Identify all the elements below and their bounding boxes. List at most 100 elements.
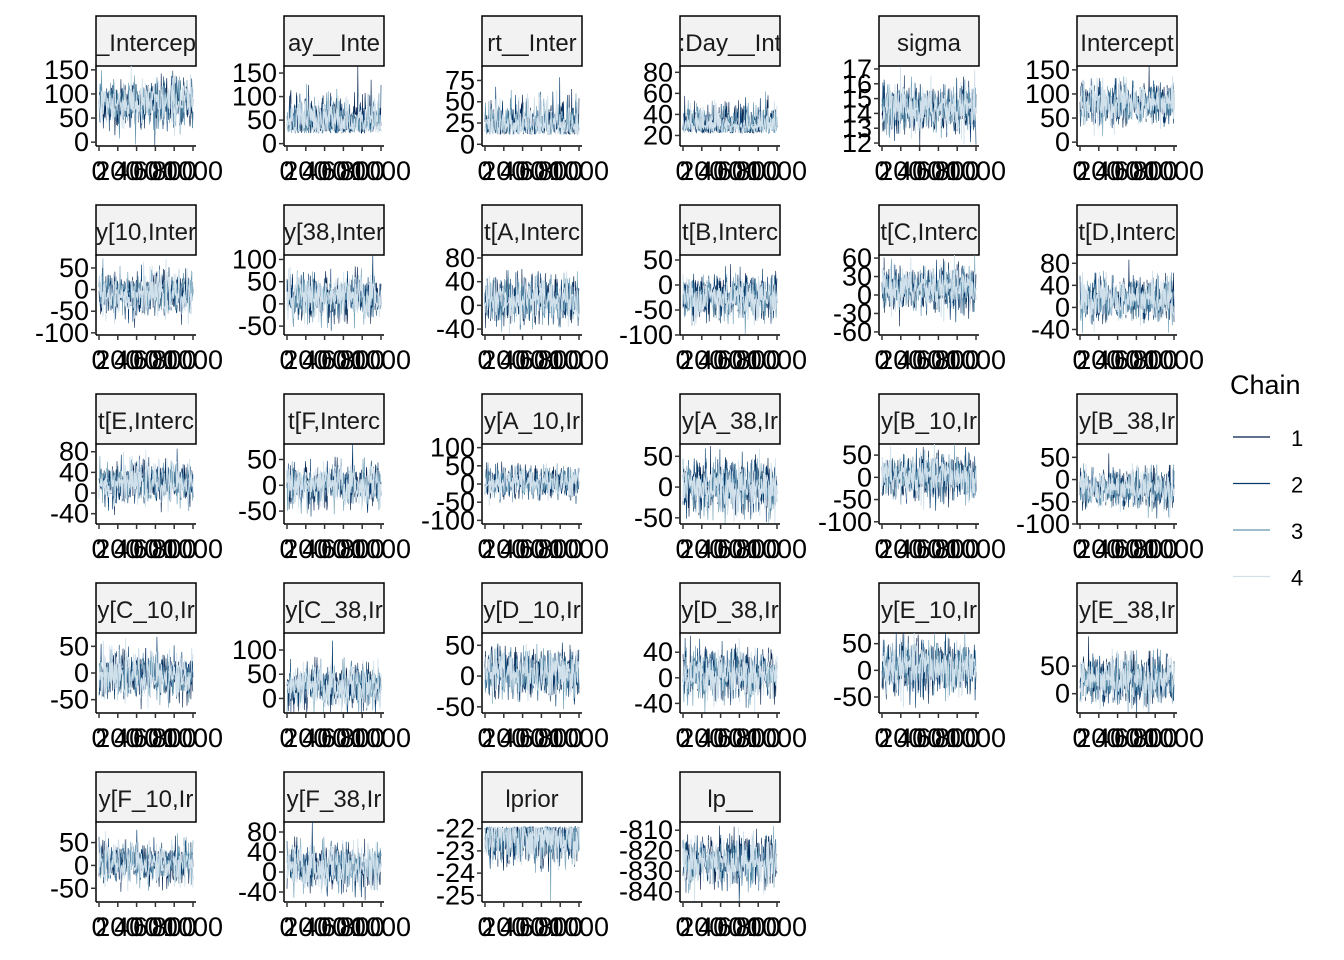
x-tick-label: 200 (878, 345, 923, 375)
facet-title: t[D,Interc (1078, 219, 1175, 246)
legend-entry-chain-3: 3 (1233, 519, 1303, 544)
y-tick-label: -100 (35, 318, 89, 348)
facet-strip (283, 15, 385, 67)
facet-title: y[B_10,Ir (881, 408, 977, 435)
x-tick-label: 600 (1114, 156, 1159, 186)
x-tick-label: 800 (736, 912, 781, 942)
x-tick-label: 600 (717, 345, 762, 375)
x-tick-label: 0 (675, 534, 690, 564)
y-tick-label: 0 (262, 129, 277, 159)
facet-title: y[A_10,Ir (484, 408, 580, 435)
y-tick-label: 50 (59, 253, 89, 283)
x-tick-label: 800 (152, 723, 197, 753)
x-tick-label: 600 (916, 345, 961, 375)
x-tick-label: 800 (152, 156, 197, 186)
y-tick-label: 16 (842, 69, 872, 99)
legend-label: 4 (1291, 566, 1303, 591)
x-tick-label: 1000 (163, 723, 223, 753)
x-tick-label: 400 (897, 345, 942, 375)
x-tick-label: 400 (500, 912, 545, 942)
x-tick-label: 600 (133, 912, 178, 942)
x-tick-label: 600 (133, 345, 178, 375)
x-tick-label: 200 (481, 534, 526, 564)
y-tick-label: 40 (643, 637, 673, 667)
x-tick-label: 0 (1072, 156, 1087, 186)
x-tick-label: 400 (1095, 534, 1140, 564)
facet-strip (283, 771, 385, 823)
x-tick-label: 1000 (351, 912, 411, 942)
x-tick-label: 200 (95, 723, 140, 753)
x-tick-label: 0 (1072, 723, 1087, 753)
chain-4-trace (484, 271, 580, 335)
chain-4-trace (881, 66, 977, 145)
facet-strip (95, 771, 197, 823)
x-tick-label: 800 (736, 345, 781, 375)
y-tick-label: 0 (1055, 127, 1070, 157)
chain-4-trace (286, 266, 382, 324)
x-tick-label: 0 (91, 156, 106, 186)
facet-title: t[E,Interc (98, 408, 194, 435)
y-tick-label: -50 (50, 873, 89, 903)
y-tick-label: -100 (619, 320, 673, 350)
x-tick-label: 0 (91, 723, 106, 753)
y-tick-label: -50 (1031, 487, 1070, 517)
x-tick-label: 600 (1114, 534, 1159, 564)
y-tick-label: -40 (634, 688, 673, 718)
facet-title: Intercept (1080, 30, 1174, 57)
x-tick-label: 600 (321, 156, 366, 186)
x-tick-label: 600 (519, 912, 564, 942)
x-tick-label: 400 (698, 912, 743, 942)
facet-strip (95, 15, 197, 67)
x-tick-label: 800 (152, 912, 197, 942)
facet-title: lprior (505, 786, 558, 813)
x-tick-label: 800 (340, 156, 385, 186)
chain-4-trace (682, 638, 778, 713)
legend-label: 1 (1291, 426, 1303, 451)
legend-entry-chain-1: 1 (1233, 426, 1303, 451)
x-tick-label: 400 (114, 156, 159, 186)
x-tick-label: 1000 (747, 156, 807, 186)
y-tick-label: 0 (262, 289, 277, 319)
x-tick-label: 1000 (946, 723, 1006, 753)
x-tick-label: 400 (698, 534, 743, 564)
chain-4-trace (484, 643, 580, 703)
x-tick-label: 200 (481, 723, 526, 753)
legend-entry-chain-2: 2 (1233, 473, 1303, 498)
y-tick-label: 150 (1025, 55, 1070, 85)
chain-4-trace (98, 66, 194, 136)
x-tick-label: 0 (1072, 534, 1087, 564)
x-tick-label: 800 (538, 534, 583, 564)
x-tick-label: 0 (477, 723, 492, 753)
x-tick-label: 1000 (549, 534, 609, 564)
x-tick-label: 0 (279, 156, 294, 186)
x-tick-label: 200 (481, 156, 526, 186)
facet-title: lp__ (707, 786, 753, 813)
y-tick-label: 0 (460, 661, 475, 691)
y-tick-label: 0 (1055, 292, 1070, 322)
x-tick-label: 800 (340, 912, 385, 942)
x-tick-label: 600 (717, 912, 762, 942)
x-tick-label: 800 (538, 723, 583, 753)
x-tick-label: 0 (477, 345, 492, 375)
y-tick-label: 60 (643, 78, 673, 108)
x-tick-label: 0 (477, 912, 492, 942)
y-tick-label: 0 (74, 850, 89, 880)
facet-strip (878, 582, 980, 634)
x-tick-label: 600 (321, 534, 366, 564)
y-tick-label: 25 (445, 108, 475, 138)
y-tick-label: -810 (619, 815, 673, 845)
x-tick-label: 0 (874, 345, 889, 375)
y-tick-label: 12 (842, 128, 872, 158)
facet-strip (481, 15, 583, 67)
y-tick-label: 50 (842, 629, 872, 659)
facet-strip (878, 393, 980, 445)
y-tick-label: 80 (247, 817, 277, 847)
x-tick-label: 600 (321, 912, 366, 942)
y-tick-label: 0 (857, 280, 872, 310)
